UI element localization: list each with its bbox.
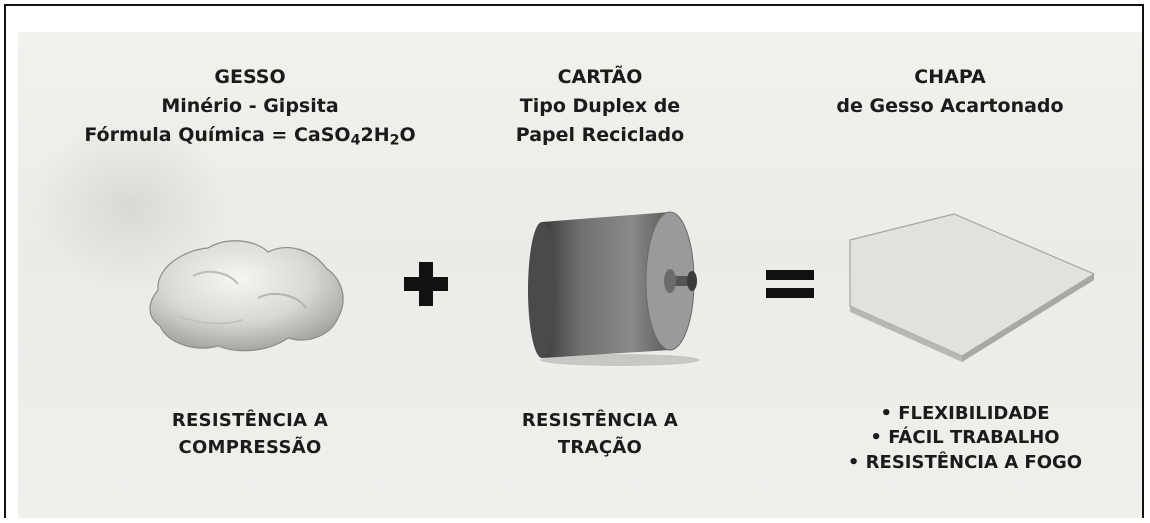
cartao-type-label: Tipo Duplex de xyxy=(519,95,681,117)
cartao-property-line2: TRAÇÃO xyxy=(557,437,643,458)
gesso-formula: Fórmula Química = CaSO42H2O xyxy=(84,124,416,149)
gesso-property-line1: RESISTÊNCIA A xyxy=(171,410,329,431)
cartao-title: CARTÃO xyxy=(557,66,643,88)
chapa-subtitle: de Gesso Acartonado xyxy=(836,95,1064,117)
cartao-property-line1: RESISTÊNCIA A xyxy=(521,410,679,431)
chapa-benefits-list: • FLEXIBILIDADE • FÁCIL TRABALHO • RESIS… xyxy=(800,402,1130,475)
benefit-item: • FÁCIL TRABALHO xyxy=(870,427,1060,449)
gesso-property-line2: COMPRESSÃO xyxy=(178,437,322,458)
plus-icon xyxy=(404,262,448,306)
gesso-title: GESSO xyxy=(214,66,286,88)
paper-roll-icon xyxy=(528,211,700,366)
gesso-mineral-label: Minério - Gipsita xyxy=(161,95,339,117)
drywall-board-icon xyxy=(849,213,1096,362)
chapa-title: CHAPA xyxy=(914,66,986,88)
gypsum-rock-icon xyxy=(149,240,344,352)
cartao-material-label: Papel Reciclado xyxy=(515,124,685,146)
benefit-item: • RESISTÊNCIA A FOGO xyxy=(847,451,1083,473)
equals-icon xyxy=(766,270,814,298)
benefit-item: • FLEXIBILIDADE xyxy=(880,403,1050,424)
